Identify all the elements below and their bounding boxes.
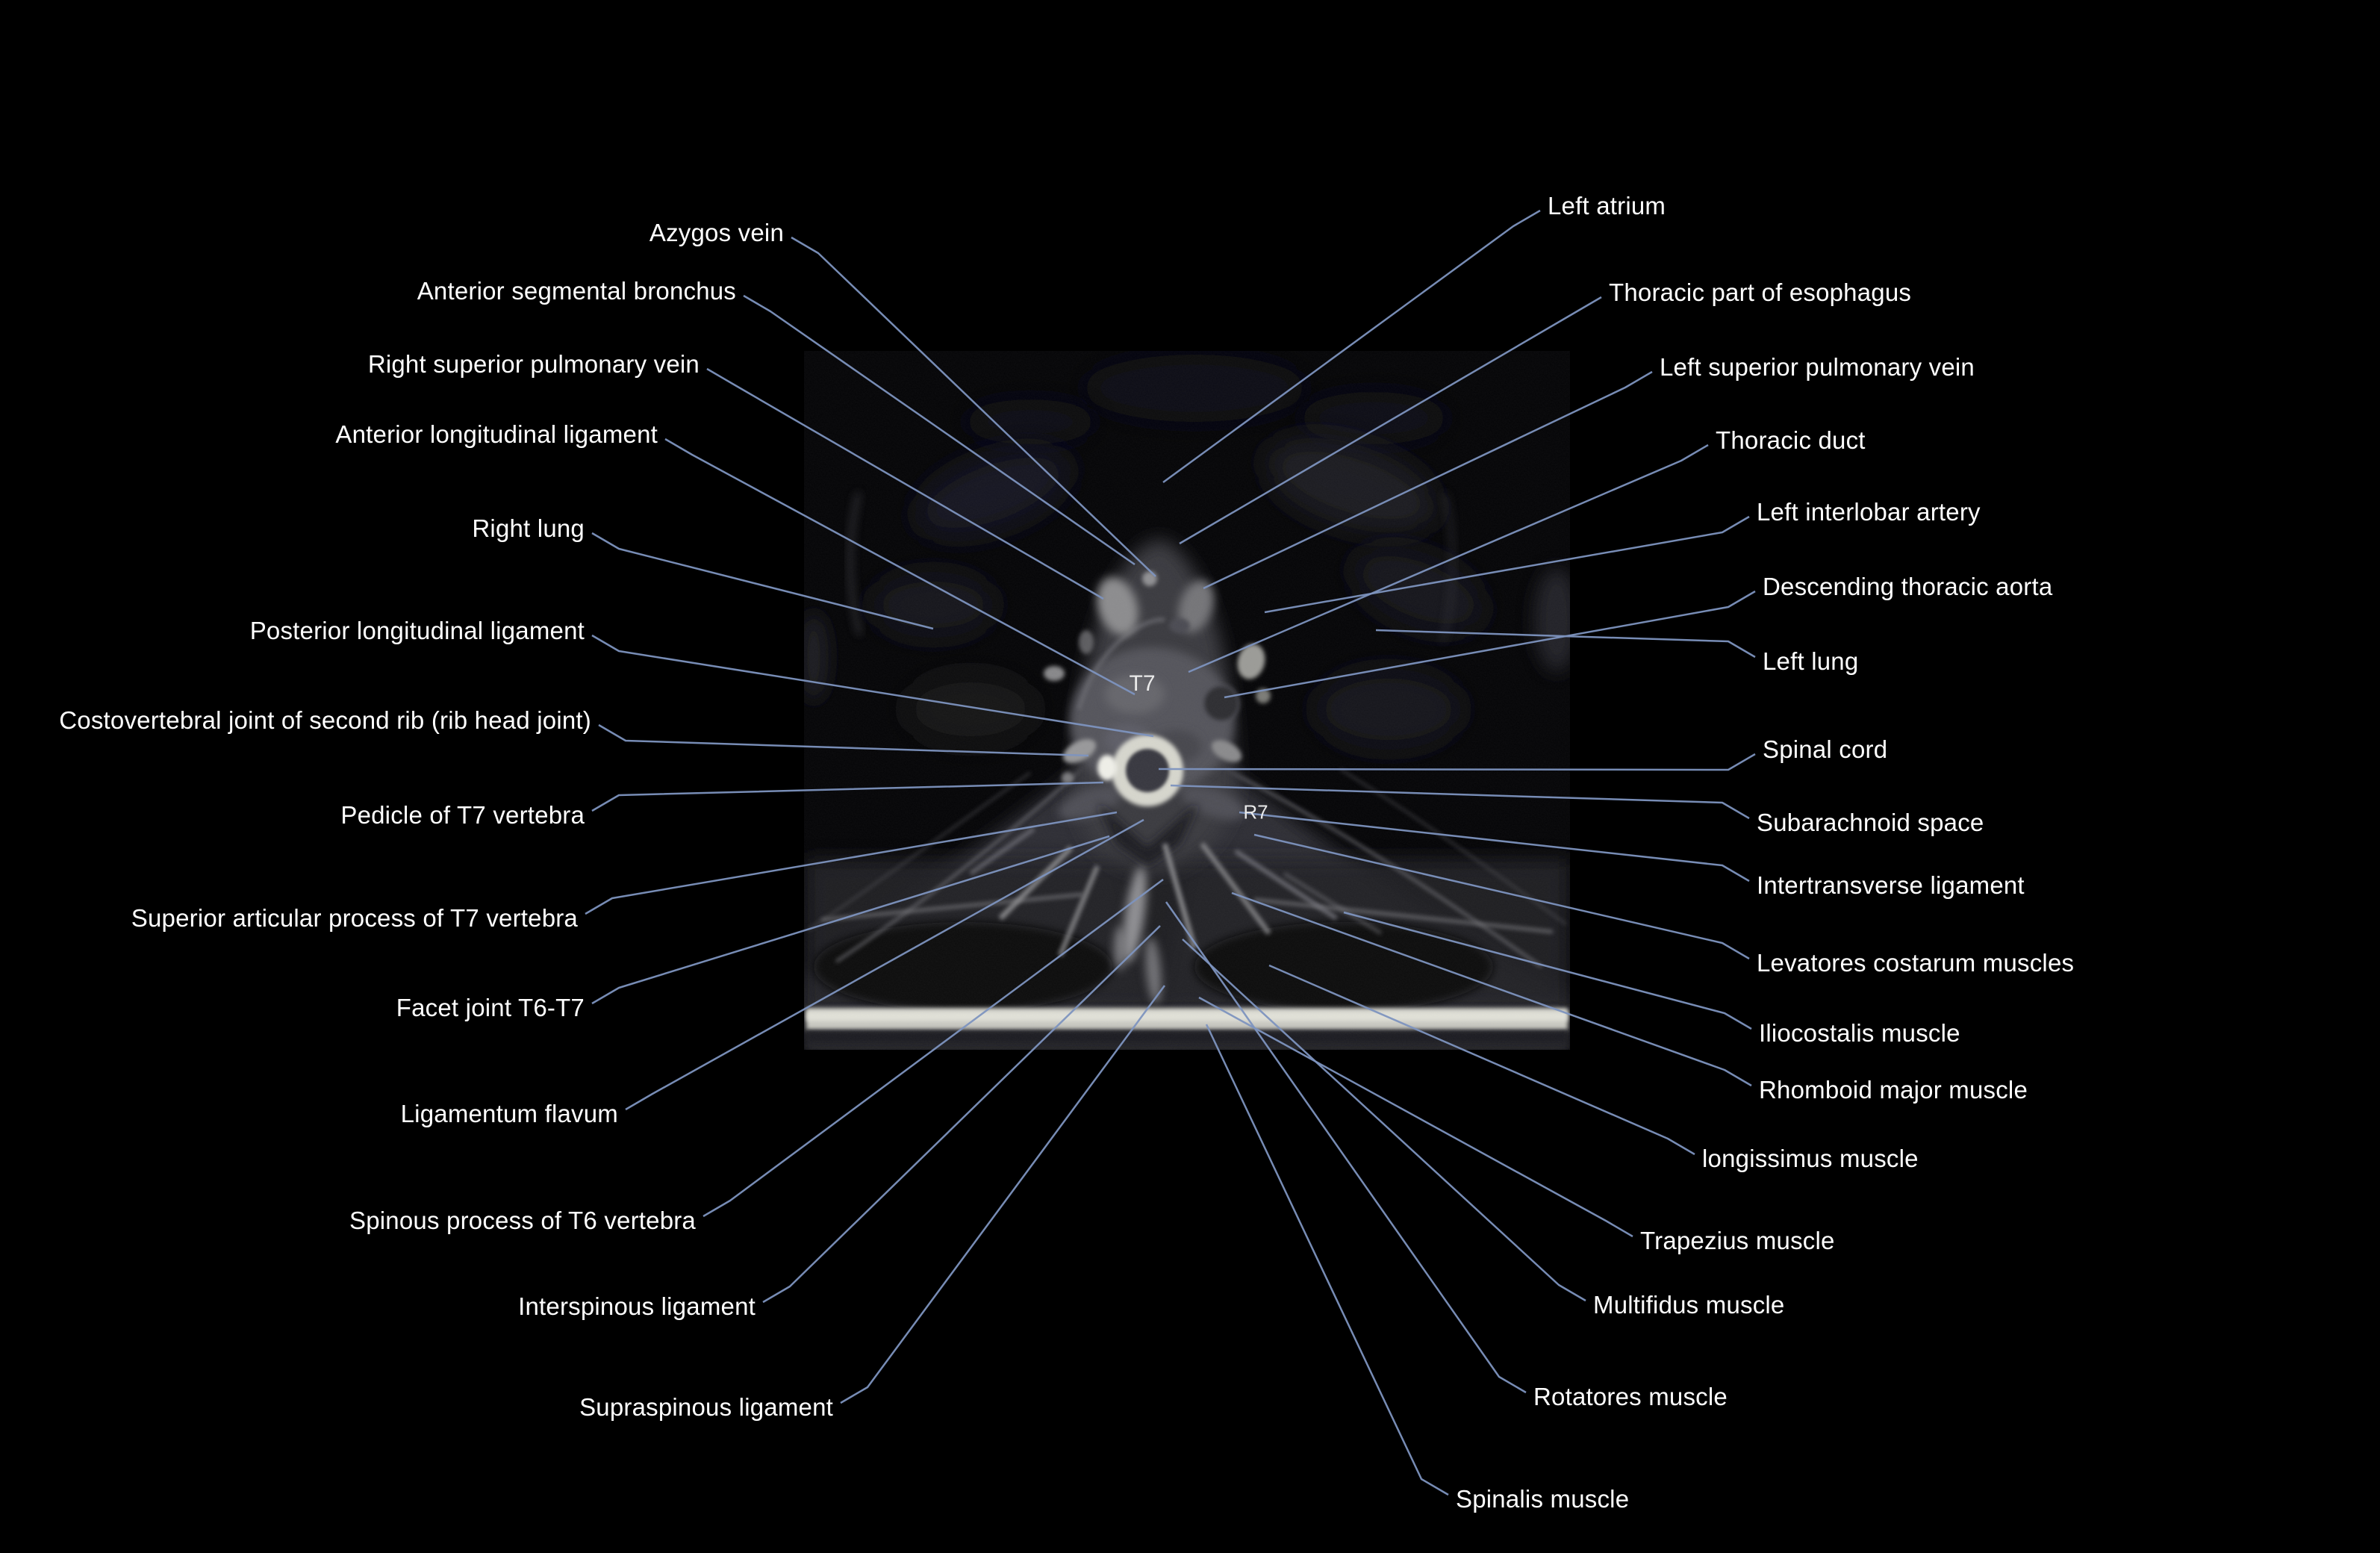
leader-line-intertransverse-ligament <box>1239 811 1750 883</box>
label-ligamentum-flavum: Ligamentum flavum <box>400 1100 618 1127</box>
leader-line-iliocostalis-muscle <box>1343 911 1752 1030</box>
label-multifidus-muscle: Multifidus muscle <box>1593 1291 1785 1319</box>
leader-line-costovertebral-joint <box>598 723 1089 757</box>
leader-line-thoracic-duct <box>1188 444 1709 673</box>
leader-line-right-lung <box>591 532 934 630</box>
leader-line-spinal-cord <box>1158 753 1756 771</box>
label-spinal-cord: Spinal cord <box>1763 735 1888 763</box>
leader-line-interspinous-ligament <box>762 925 1161 1304</box>
leader-line-rhomboid-major-muscle <box>1231 891 1752 1087</box>
leader-line-posterior-longitudinal-ligament <box>591 634 1154 738</box>
label-anterior-longitudinal-ligament: Anterior longitudinal ligament <box>335 420 658 448</box>
leader-line-descending-thoracic-aorta <box>1224 590 1756 699</box>
leader-line-azygos-vein <box>791 236 1156 577</box>
label-right-lung: Right lung <box>472 514 585 542</box>
label-left-superior-pulmonary-vein: Left superior pulmonary vein <box>1660 353 1975 381</box>
label-spinalis-muscle: Spinalis muscle <box>1456 1485 1630 1513</box>
leader-line-pedicle-of-t7 <box>591 781 1104 812</box>
leader-line-anterior-longitudinal-ligament <box>664 438 1136 696</box>
label-trapezius-muscle: Trapezius muscle <box>1640 1227 1835 1254</box>
label-left-atrium: Left atrium <box>1548 192 1666 220</box>
label-subarachnoid-space: Subarachnoid space <box>1757 809 1984 836</box>
label-left-lung: Left lung <box>1763 647 1859 675</box>
leader-line-right-superior-pulmonary-vein <box>706 367 1104 600</box>
label-rhomboid-major-muscle: Rhomboid major muscle <box>1759 1076 2028 1104</box>
label-intertransverse-ligament: Intertransverse ligament <box>1757 871 2025 899</box>
label-rotatores-muscle: Rotatores muscle <box>1533 1383 1728 1410</box>
label-anterior-segmental-bronchus: Anterior segmental bronchus <box>417 277 736 305</box>
leader-line-thoracic-part-of-esophagus <box>1179 296 1602 545</box>
leader-line-rotatores-muscle <box>1165 901 1527 1394</box>
label-facet-joint-t6-t7: Facet joint T6-T7 <box>396 994 585 1021</box>
label-superior-articular-process-t7: Superior articular process of T7 vertebr… <box>131 904 578 932</box>
leader-line-left-lung <box>1375 629 1756 659</box>
leader-line-facet-joint-t6-t7 <box>591 835 1110 1005</box>
label-thoracic-part-of-esophagus: Thoracic part of esophagus <box>1609 278 1912 306</box>
leader-line-subarachnoid-space <box>1170 784 1750 820</box>
leader-line-multifidus-muscle <box>1182 939 1586 1302</box>
leader-line-levatores-costarum-muscles <box>1253 833 1750 960</box>
leader-line-ligamentum-flavum <box>625 818 1144 1111</box>
leader-line-spinalis-muscle <box>1205 1024 1449 1496</box>
label-descending-thoracic-aorta: Descending thoracic aorta <box>1763 573 2053 600</box>
leader-line-anterior-segmental-bronchus <box>743 294 1136 566</box>
leader-line-superior-articular-process-t7 <box>585 811 1118 915</box>
leader-line-trapezius-muscle <box>1198 996 1633 1238</box>
label-posterior-longitudinal-ligament: Posterior longitudinal ligament <box>249 617 585 644</box>
leader-line-left-atrium <box>1162 209 1541 484</box>
label-spinous-process-t6: Spinous process of T6 vertebra <box>349 1207 696 1234</box>
label-interspinous-ligament: Interspinous ligament <box>518 1292 756 1320</box>
leader-line-spinous-process-t6 <box>703 878 1164 1218</box>
label-azygos-vein: Azygos vein <box>649 219 784 246</box>
scan-marker-r7: R7 <box>1243 800 1268 824</box>
label-thoracic-duct: Thoracic duct <box>1716 426 1866 454</box>
leader-line-longissimus-muscle <box>1268 964 1695 1156</box>
label-iliocostalis-muscle: Iliocostalis muscle <box>1759 1019 1960 1047</box>
label-supraspinous-ligament: Supraspinous ligament <box>579 1393 833 1421</box>
label-longissimus-muscle: longissimus muscle <box>1702 1145 1919 1172</box>
label-pedicle-of-t7: Pedicle of T7 vertebra <box>340 801 585 829</box>
label-right-superior-pulmonary-vein: Right superior pulmonary vein <box>367 350 700 378</box>
leader-line-left-interlobar-artery <box>1264 515 1750 614</box>
scan-marker-t7: T7 <box>1129 671 1156 696</box>
label-left-interlobar-artery: Left interlobar artery <box>1757 498 1981 526</box>
label-levatores-costarum-muscles: Levatores costarum muscles <box>1757 949 2075 977</box>
leader-line-left-superior-pulmonary-vein <box>1203 370 1653 590</box>
leader-line-supraspinous-ligament <box>840 985 1166 1404</box>
label-costovertebral-joint: Costovertebral joint of second rib (rib … <box>59 706 591 734</box>
